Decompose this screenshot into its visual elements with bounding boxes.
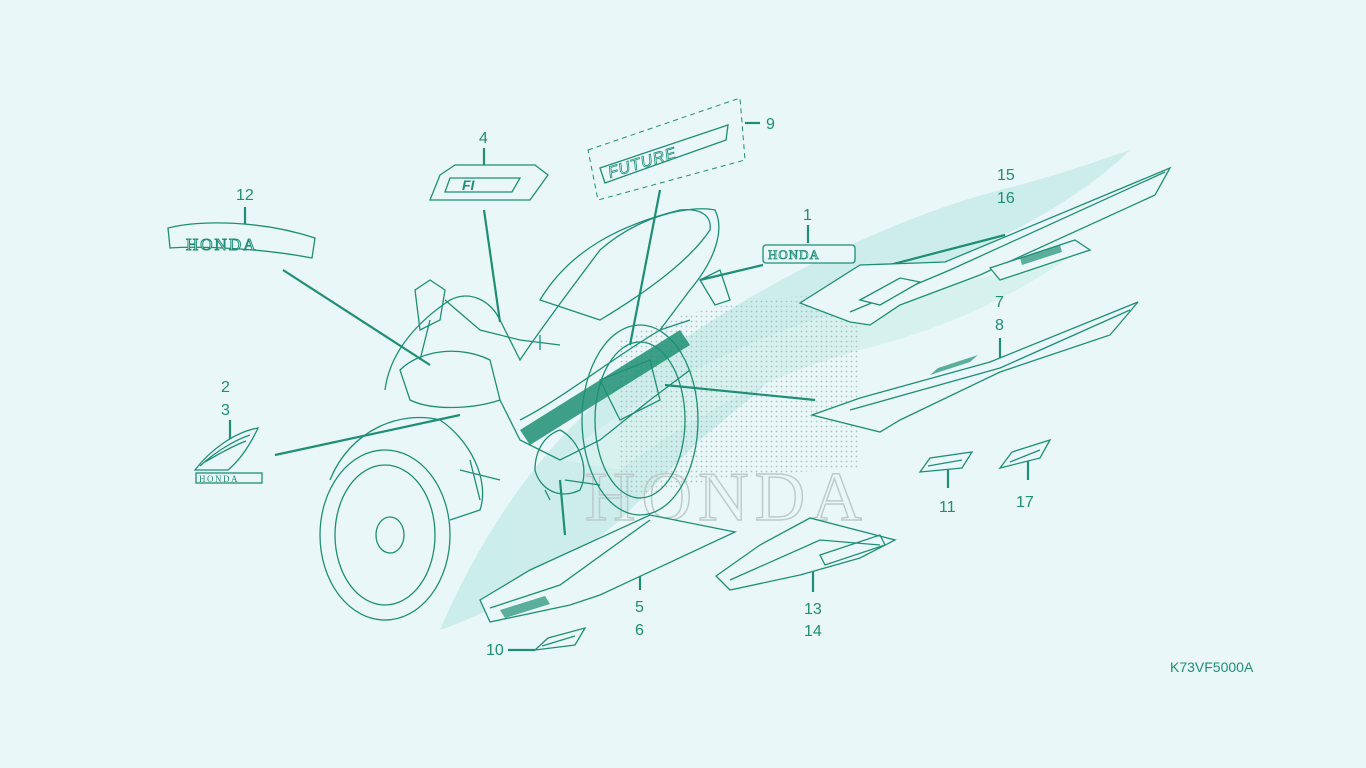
decal-fi-emblem: FI — [429, 164, 549, 201]
callout-8: 8 — [995, 317, 1004, 334]
callout-6: 6 — [635, 622, 644, 639]
decal-honda-arched: HONDA — [167, 222, 316, 259]
callout-1: 1 — [803, 207, 812, 224]
callout-15: 15 — [997, 167, 1015, 184]
callout-7: 7 — [995, 294, 1004, 311]
drawing-code: K73VF5000A — [1170, 659, 1254, 675]
callout-12: 12 — [236, 187, 254, 204]
callout-17: 17 — [1016, 494, 1034, 511]
decal-honda-straight: HONDA — [762, 244, 856, 264]
decal-stripe-lower-rear — [714, 517, 897, 591]
callout-11: 11 — [939, 499, 956, 516]
decal-emblem-10 — [533, 626, 587, 651]
callout-9: 9 — [766, 116, 775, 133]
callout-3: 3 — [221, 402, 230, 419]
callout-labels: 1 2 3 4 5 6 7 8 9 10 11 12 13 14 15 16 1… — [221, 116, 1034, 659]
honda-wing-watermark: HONDA — [440, 150, 1130, 630]
decal-honda-arched-text: HONDA — [186, 235, 257, 254]
decal-honda-straight-text: HONDA — [768, 247, 820, 262]
motorcycle-outline — [319, 208, 731, 621]
decal-honda-wing-logo: HONDA — [193, 427, 263, 484]
decal-fi-text: FI — [462, 177, 476, 193]
decal-stripe-upper-rear — [798, 166, 1172, 326]
decal-wing-honda-text: HONDA — [199, 474, 239, 484]
decal-stripe-middle — [809, 301, 1139, 433]
decal-future-text: FUTURE — [606, 145, 679, 182]
callout-10: 10 — [486, 642, 504, 659]
decal-future: FUTURE — [587, 97, 746, 201]
callout-16: 16 — [997, 190, 1015, 207]
callout-14: 14 — [804, 623, 822, 640]
decal-stripe-lower-front — [479, 514, 738, 623]
callout-2: 2 — [221, 379, 230, 396]
callout-13: 13 — [804, 601, 822, 618]
decal-emblem-17 — [998, 438, 1052, 470]
callout-4: 4 — [479, 130, 488, 147]
callout-5: 5 — [635, 599, 644, 616]
decal-emblem-11 — [918, 451, 974, 473]
